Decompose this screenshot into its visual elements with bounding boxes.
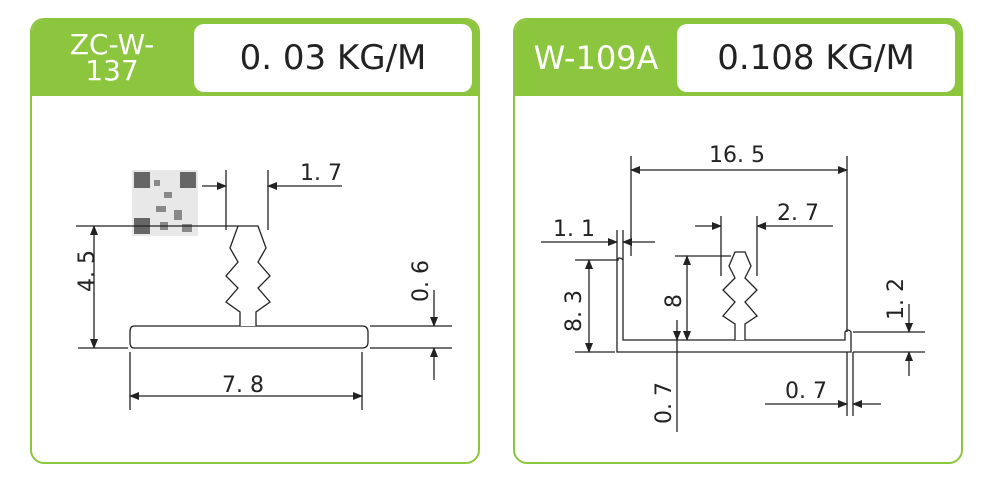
weight-label: 0. 03 KG/M (194, 24, 472, 92)
profile-shape (129, 325, 369, 349)
profile-drawing: 16. 5 2. 7 1. 1 8. 3 8 1. 2 0. 7 0. 7 (541, 143, 925, 432)
dim-label-top: 1. 7 (300, 161, 342, 186)
dim-label-width: 7. 8 (222, 373, 264, 398)
product-card-zc-w-137: ZC-W- 137 0. 03 KG/M (30, 18, 480, 464)
profile-shape (616, 257, 852, 353)
qr-code-icon (132, 170, 198, 236)
dim-label-height: 8. 3 (562, 290, 587, 332)
dim-label-lip: 1. 1 (553, 217, 595, 242)
dim-label-base2: 0. 7 (785, 379, 827, 404)
dim-label-top: 2. 7 (777, 201, 819, 226)
dim-label-inner: 8 (662, 294, 687, 308)
product-code-line2: 137 (85, 54, 139, 87)
weight-label: 0.108 KG/M (677, 24, 955, 92)
product-code: ZC-W- 137 (32, 20, 192, 96)
dim-label-base: 0. 7 (652, 382, 677, 424)
dim-label-width: 16. 5 (709, 143, 765, 168)
dim-label-thickness: 0. 6 (409, 260, 434, 302)
product-card-w-109a: W-109A 0.108 KG/M (513, 18, 963, 464)
dim-label-step: 1. 2 (884, 278, 909, 320)
dim-label-height: 4. 5 (75, 250, 100, 292)
profile-drawing: 1. 7 4. 5 0. 6 7. 8 (75, 161, 452, 410)
product-code-line1: ZC-W- (69, 28, 155, 61)
product-code: W-109A (533, 39, 659, 77)
